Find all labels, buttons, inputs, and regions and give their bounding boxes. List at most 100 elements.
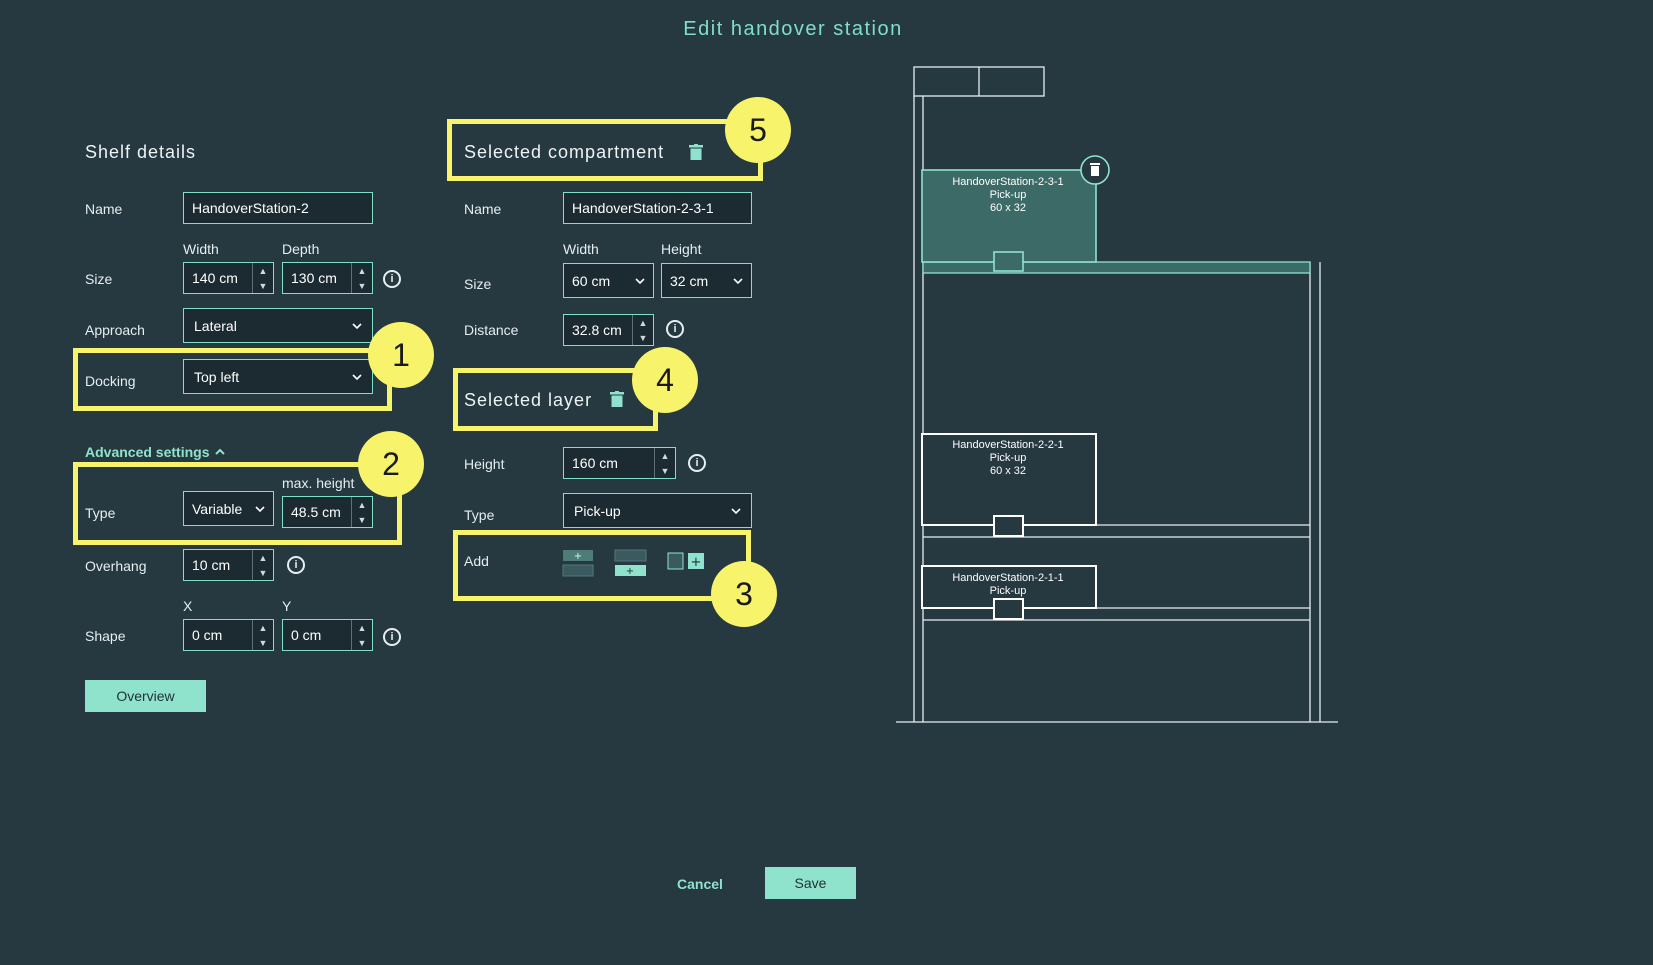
callout-badge-1: 1 [368,322,434,388]
increment-icon[interactable]: ▲ [638,317,648,328]
size-info-icon[interactable]: i [383,270,401,288]
layer-type-select[interactable]: Pick-up [563,493,752,528]
distance-stepper[interactable]: 32.8 cm ▲ ▼ [563,314,654,346]
decrement-icon[interactable]: ▼ [357,514,367,525]
max-height-value[interactable]: 48.5 cm [291,504,341,520]
decrement-icon[interactable]: ▼ [258,637,268,648]
callout-badge-4: 4 [632,347,698,413]
save-button[interactable]: Save [765,867,856,899]
approach-value: Lateral [194,317,237,334]
delete-layer-trash-icon[interactable] [610,391,624,407]
distance-value[interactable]: 32.8 cm [572,322,622,338]
compartment-type: Pick-up [990,189,1027,201]
approach-label: Approach [85,322,145,338]
shelf-width-stepper[interactable]: 140 cm ▲ ▼ [183,262,274,294]
docking-value: Top left [194,368,240,385]
add-layer-above-icon[interactable]: + [562,549,596,579]
decrement-icon[interactable]: ▼ [258,567,268,578]
decrement-icon[interactable]: ▼ [258,280,268,291]
callout-badge-5: 5 [725,97,791,163]
svg-text:+: + [574,551,582,562]
overview-button[interactable]: Overview [85,680,206,712]
chevron-down-icon [352,373,362,380]
shape-y-value[interactable]: 0 cm [291,627,322,643]
add-compartment-beside-icon[interactable]: + [667,551,707,573]
shape-y-stepper[interactable]: 0 cm ▲ ▼ [282,619,373,651]
shelf-details-heading: Shelf details [85,142,197,162]
increment-icon[interactable]: ▲ [660,450,670,461]
decrement-icon[interactable]: ▼ [660,465,670,476]
layer-height-value[interactable]: 160 cm [572,455,618,471]
shelf-diagram: HandoverStation-2-3-1 Pick-up 60 x 32 Ha… [896,66,1338,723]
shape-y-label: Y [282,598,292,614]
add-label: Add [464,553,489,569]
shelf-name-label: Name [85,201,123,217]
shelf-name-input[interactable]: HandoverStation-2 [183,192,373,224]
decrement-icon[interactable]: ▼ [357,637,367,648]
compartment-box[interactable] [921,433,1097,526]
shelf-type-select[interactable]: Variable [183,491,274,526]
increment-icon[interactable]: ▲ [258,552,268,563]
layer-height-label: Height [464,456,505,472]
docking-label: Docking [85,373,136,389]
compartment-width-label: Width [563,241,599,257]
chevron-down-icon [733,277,743,284]
shape-info-icon[interactable]: i [383,628,401,646]
layer-3-board[interactable] [922,261,1311,274]
layer-height-info-icon[interactable]: i [688,454,706,472]
decrement-icon[interactable]: ▼ [638,332,648,343]
compartment-height-label: Height [661,241,702,257]
chevron-down-icon [255,505,265,512]
decrement-icon[interactable]: ▼ [357,280,367,291]
compartment-name: HandoverStation-2-2-1 [952,439,1063,451]
compartment-type: Pick-up [990,452,1027,464]
layer-height-stepper[interactable]: 160 cm ▲ ▼ [563,447,676,479]
shelf-type-value: Variable [192,500,243,517]
shelf-width-value[interactable]: 140 cm [192,270,238,286]
delete-compartment-diagram-icon[interactable] [1080,155,1110,185]
compartment-box[interactable] [921,169,1097,263]
compartment-handle [993,598,1024,620]
page-title: Edit handover station [683,18,903,40]
compartment-size: 60 x 32 [990,465,1026,477]
overhang-value[interactable]: 10 cm [192,557,231,573]
svg-text:+: + [691,555,702,570]
add-layer-below-icon[interactable]: + [614,549,648,579]
max-height-stepper[interactable]: 48.5 cm ▲ ▼ [282,496,373,528]
compartment-height-select[interactable]: 32 cm [661,263,752,298]
increment-icon[interactable]: ▲ [258,265,268,276]
compartment-handle [993,515,1024,537]
overhang-info-icon[interactable]: i [287,556,305,574]
compartment-name-input[interactable]: HandoverStation-2-3-1 [563,192,752,224]
shelf-depth-value[interactable]: 130 cm [291,270,337,286]
distance-info-icon[interactable]: i [666,320,684,338]
compartment-name: HandoverStation-2-3-1 [952,176,1063,188]
delete-compartment-trash-icon[interactable] [689,144,703,160]
increment-icon[interactable]: ▲ [357,622,367,633]
compartment-type: Pick-up [990,585,1027,597]
depth-label: Depth [282,241,320,257]
chevron-up-icon [215,448,226,455]
compartment-size: 60 x 32 [990,202,1026,214]
chevron-down-icon [731,507,741,514]
layer-type-value: Pick-up [574,502,621,519]
callout-frame-1 [73,348,392,411]
shape-x-value[interactable]: 0 cm [192,627,223,643]
max-height-label: max. height [282,475,355,491]
compartment-heading: Selected compartment [464,142,665,162]
cancel-button[interactable]: Cancel [677,876,723,892]
increment-icon[interactable]: ▲ [357,499,367,510]
advanced-settings-toggle[interactable]: Advanced settings [85,444,226,460]
callout-frame-2 [73,462,402,545]
layer-type-label: Type [464,507,495,523]
increment-icon[interactable]: ▲ [258,622,268,633]
layer-heading: Selected layer [464,390,593,410]
advanced-settings-label: Advanced settings [85,444,210,460]
approach-select[interactable]: Lateral [183,308,373,343]
increment-icon[interactable]: ▲ [357,265,367,276]
compartment-width-select[interactable]: 60 cm [563,263,654,298]
shelf-depth-stepper[interactable]: 130 cm ▲ ▼ [282,262,373,294]
docking-select[interactable]: Top left [183,359,373,394]
overhang-stepper[interactable]: 10 cm ▲ ▼ [183,549,274,581]
shape-x-stepper[interactable]: 0 cm ▲ ▼ [183,619,274,651]
